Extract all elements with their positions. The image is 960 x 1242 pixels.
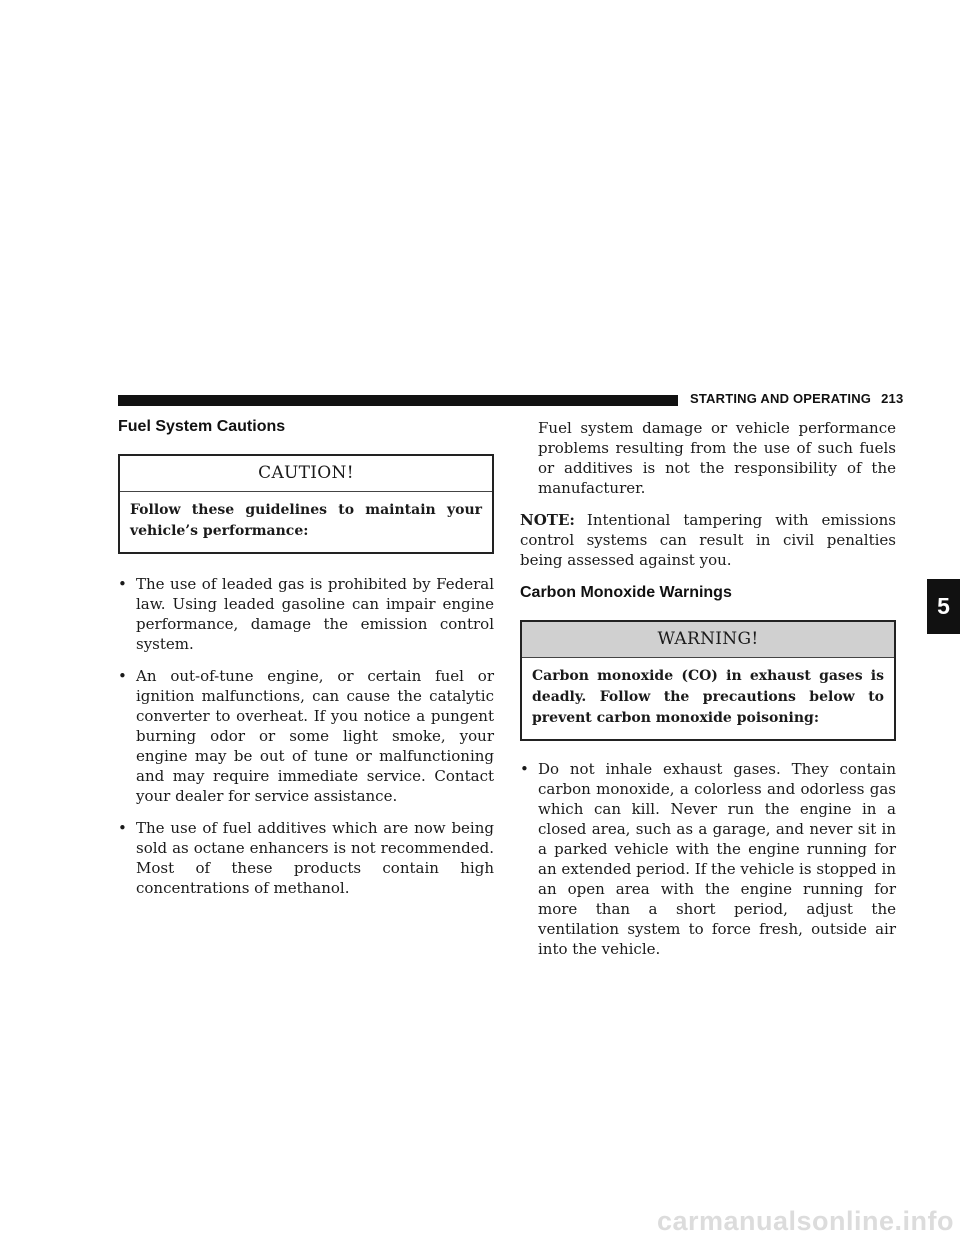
bullet-icon: • (118, 819, 127, 837)
note-label: NOTE: (520, 511, 575, 529)
list-item: • Do not inhale exhaust gases. They cont… (520, 760, 896, 958)
carbon-monoxide-heading: Carbon Monoxide Warnings (520, 584, 732, 601)
page-number: 213 (881, 391, 904, 406)
list-item: • An out-of-tune engine, or certain fuel… (118, 667, 494, 805)
note-text: Intentional tampering with emissions con… (520, 511, 896, 569)
warning-box: WARNING! Carbon monoxide (CO) in exhaust… (520, 620, 896, 741)
caution-box: CAUTION! Follow these guidelines to main… (118, 454, 494, 554)
caution-text: Follow these guidelines to maintain your… (130, 502, 482, 539)
bullet-icon: • (520, 760, 529, 778)
warning-text: Carbon monoxide (CO) in exhaust gases is… (532, 668, 884, 726)
bullet-icon: • (118, 667, 127, 685)
running-head: STARTING AND OPERATING 213 (690, 391, 903, 406)
right-column: Fuel system damage or vehicle performanc… (520, 418, 896, 959)
note-paragraph: NOTE:Intentional tampering with emission… (520, 510, 896, 570)
caution-title: CAUTION! (120, 456, 492, 492)
watermark: carmanualsonline.info (656, 1206, 954, 1236)
section-title: STARTING AND OPERATING (690, 391, 872, 406)
header-rule (118, 395, 678, 406)
co-bullet-list: • Do not inhale exhaust gases. They cont… (520, 759, 896, 959)
bullet-icon: • (118, 575, 127, 593)
list-item: • The use of fuel additives which are no… (118, 819, 494, 897)
chapter-tab: 5 (927, 579, 960, 634)
fuel-system-heading: Fuel System Cautions (118, 418, 286, 435)
warning-title: WARNING! (522, 622, 894, 658)
continuation-paragraph: Fuel system damage or vehicle performanc… (538, 419, 896, 497)
fuel-bullet-list: • The use of leaded gas is prohibited by… (118, 574, 494, 898)
list-item: • The use of leaded gas is prohibited by… (118, 575, 494, 653)
left-column: Fuel System Cautions CAUTION! Follow the… (118, 418, 494, 898)
